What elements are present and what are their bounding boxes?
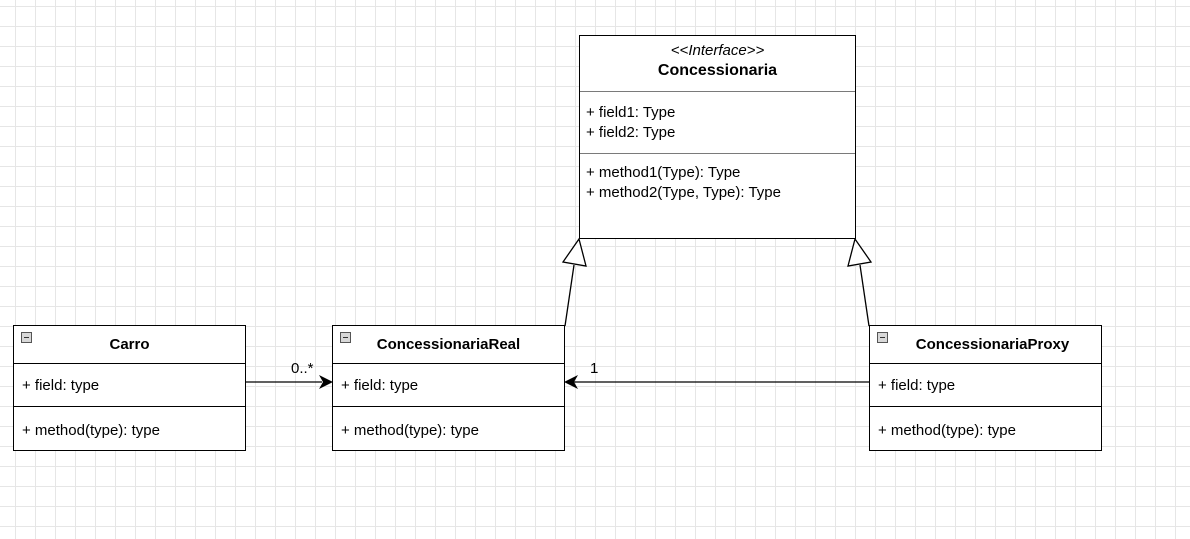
interface-methods: + method1(Type): Type + method2(Type, Ty… — [580, 154, 855, 203]
proxy-fields: + field: type — [870, 364, 1101, 407]
interface-method-2: + method2(Type, Type): Type — [586, 184, 781, 201]
interface-stereotype: <<Interface>> — [670, 42, 765, 59]
carro-real-multiplicity: 0..* — [291, 360, 314, 377]
carro-header: Carro — [14, 326, 245, 364]
proxy-header: ConcessionariaProxy — [870, 326, 1101, 364]
collapse-icon[interactable] — [340, 332, 351, 343]
carro-class-box[interactable]: Carro + field: type + method(type): type — [13, 325, 246, 451]
proxy-realization-arrowhead — [847, 237, 873, 267]
carro-field: + field: type — [22, 376, 100, 394]
carro-real-arrowhead — [319, 375, 333, 389]
proxy-name: ConcessionariaProxy — [915, 336, 1070, 353]
proxy-field: + field: type — [878, 376, 956, 394]
concessionaria-real-class-box[interactable]: ConcessionariaReal + field: type + metho… — [332, 325, 565, 451]
interface-method-1: + method1(Type): Type — [586, 164, 741, 181]
interface-header: <<Interface>> Concessionaria — [580, 36, 855, 92]
carro-method: + method(type): type — [22, 421, 160, 439]
proxy-realization-line[interactable] — [859, 264, 870, 327]
interface-field-2: + field2: Type — [586, 124, 676, 141]
real-method: + method(type): type — [341, 421, 479, 439]
real-realization-arrowhead — [561, 237, 587, 267]
real-realization-line[interactable] — [564, 264, 575, 327]
interface-field-1: + field1: Type — [586, 104, 676, 121]
collapse-icon[interactable] — [21, 332, 32, 343]
carro-fields: + field: type — [14, 364, 245, 407]
proxy-methods: + method(type): type — [870, 407, 1101, 449]
real-name: ConcessionariaReal — [376, 336, 521, 353]
interface-fields: + field1: Type + field2: Type — [580, 92, 855, 154]
interface-name: Concessionaria — [657, 62, 778, 79]
proxy-real-arrowhead — [564, 375, 578, 389]
real-fields: + field: type — [333, 364, 564, 407]
concessionaria-proxy-class-box[interactable]: ConcessionariaProxy + field: type + meth… — [869, 325, 1102, 451]
real-methods: + method(type): type — [333, 407, 564, 449]
collapse-icon[interactable] — [877, 332, 888, 343]
real-header: ConcessionariaReal — [333, 326, 564, 364]
proxy-real-multiplicity: 1 — [590, 360, 599, 377]
concessionaria-interface-box[interactable]: <<Interface>> Concessionaria + field1: T… — [579, 35, 856, 239]
carro-methods: + method(type): type — [14, 407, 245, 449]
proxy-method: + method(type): type — [878, 421, 1016, 439]
carro-name: Carro — [109, 336, 150, 353]
real-field: + field: type — [341, 376, 419, 394]
